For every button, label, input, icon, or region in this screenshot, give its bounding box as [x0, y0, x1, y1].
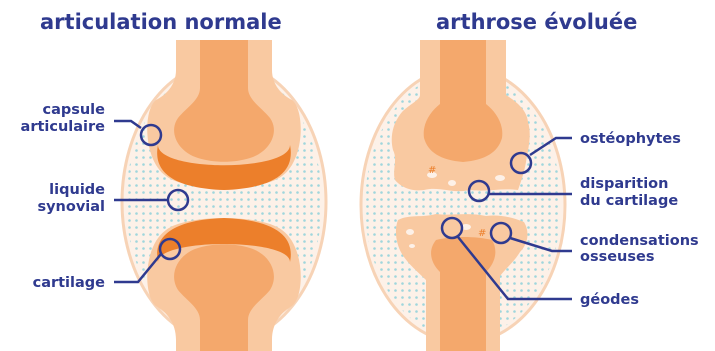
bone-condensation-mark-upper: #: [428, 165, 436, 176]
label-cartilage-loss-line2: du cartilage: [580, 193, 678, 209]
label-geodes: géodes: [580, 292, 639, 308]
label-bone-condensation-line1: condensations: [580, 233, 699, 249]
arthrosis-joint-illustration: # #: [361, 40, 565, 351]
bone-condensation-mark-lower: #: [478, 228, 486, 239]
title-advanced-arthrosis: arthrose évoluée: [436, 10, 637, 34]
geode-lower-3: [409, 244, 415, 248]
title-normal-joint: articulation normale: [40, 10, 282, 34]
label-osteophytes: ostéophytes: [580, 131, 681, 147]
label-cartilage: cartilage: [33, 275, 106, 291]
label-capsule-line2: articulaire: [21, 119, 106, 135]
geode-upper-2: [448, 180, 456, 186]
label-bone-condensation-line2: osseuses: [580, 249, 654, 265]
upper-bone-arthrosis: #: [392, 40, 530, 191]
label-synovial-line1: liquide: [49, 182, 105, 198]
upper-bone: [147, 40, 301, 190]
geode-lower-1: [406, 229, 414, 235]
label-cartilage-loss-line1: disparition: [580, 176, 668, 192]
label-synovial-line2: synovial: [37, 199, 105, 215]
label-capsule-line1: capsule: [42, 102, 105, 118]
normal-joint-illustration: [122, 40, 326, 351]
lower-bone-marrow-arthrosis: [431, 237, 495, 351]
geode-upper-3: [495, 175, 505, 181]
